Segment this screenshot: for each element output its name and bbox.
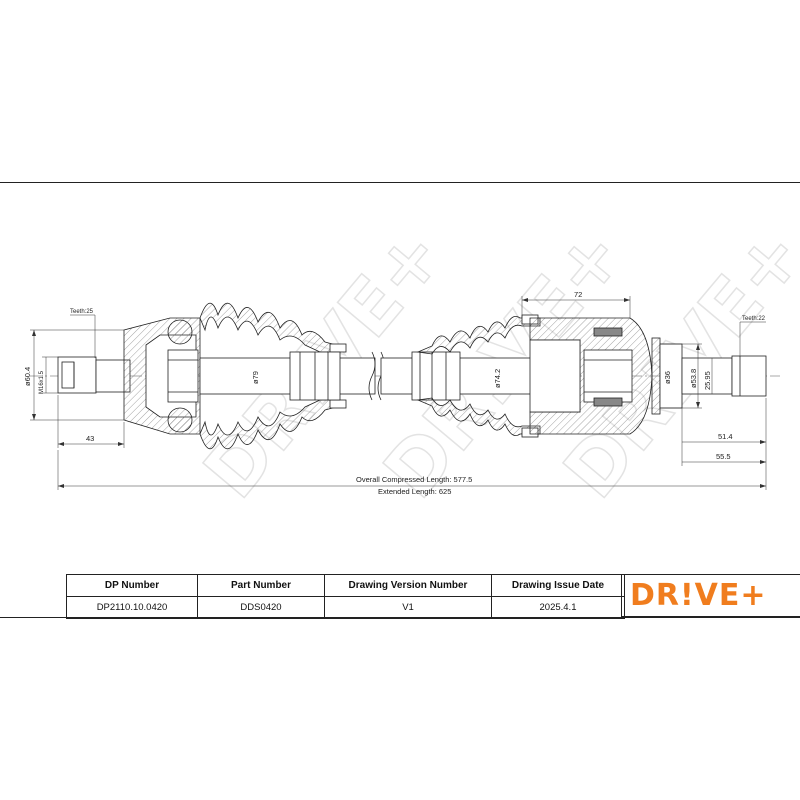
title-block: DP Number Part Number Drawing Version Nu…: [66, 574, 625, 619]
dimension-arrows: [32, 298, 766, 488]
thread-label: M16x1.5: [39, 370, 45, 394]
header-part-number: Part Number: [197, 574, 325, 597]
value-part-number: DDS0420: [197, 596, 325, 619]
header-drawing-version: Drawing Version Number: [324, 574, 492, 597]
left-boot: [199, 302, 347, 450]
value-dp-number: DP2110.10.0420: [66, 596, 198, 619]
header-issue-date: Drawing Issue Date: [491, 574, 625, 597]
len-72-label: 72: [574, 290, 582, 299]
dia-79-label: ø79: [251, 371, 260, 384]
shaft-left: [199, 351, 376, 401]
title-block-header-row: DP Number Part Number Drawing Version Nu…: [66, 574, 625, 597]
len-51-4-label: 51.4: [718, 432, 733, 441]
left-cv-joint: [123, 317, 201, 435]
brand-logo: DR!VE+: [630, 578, 767, 613]
dimension-lines: [30, 296, 767, 490]
teeth-left-label: Teeth:25: [70, 309, 94, 315]
header-dp-number: DP Number: [66, 574, 198, 597]
teeth-right-label: Teeth:22: [742, 316, 766, 322]
dia-60-4-label: ø60.4: [23, 367, 32, 386]
dia-53-8-label: ø53.8: [689, 369, 698, 388]
len-43-label: 43: [86, 434, 94, 443]
len-55-5-label: 55.5: [716, 452, 731, 461]
value-issue-date: 2025.4.1: [491, 596, 625, 619]
dia-25-95-label: 25.95: [703, 371, 712, 390]
overall-length-label: Overall Compressed Length: 577.5: [356, 475, 472, 484]
dia-74-2-label: ø74.2: [493, 369, 502, 388]
value-drawing-version: V1: [324, 596, 492, 619]
right-boot: [416, 314, 541, 438]
extended-length-label: Extended Length: 625: [378, 487, 451, 496]
shaft-right: [380, 351, 532, 401]
logo-box: DR!VE+: [621, 574, 800, 617]
right-stub: [651, 337, 767, 415]
title-block-value-row: DP2110.10.0420 DDS0420 V1 2025.4.1: [66, 596, 625, 619]
dia-36-label: ø36: [663, 371, 672, 384]
right-cv-joint: [529, 317, 653, 435]
left-stub: [57, 356, 131, 394]
